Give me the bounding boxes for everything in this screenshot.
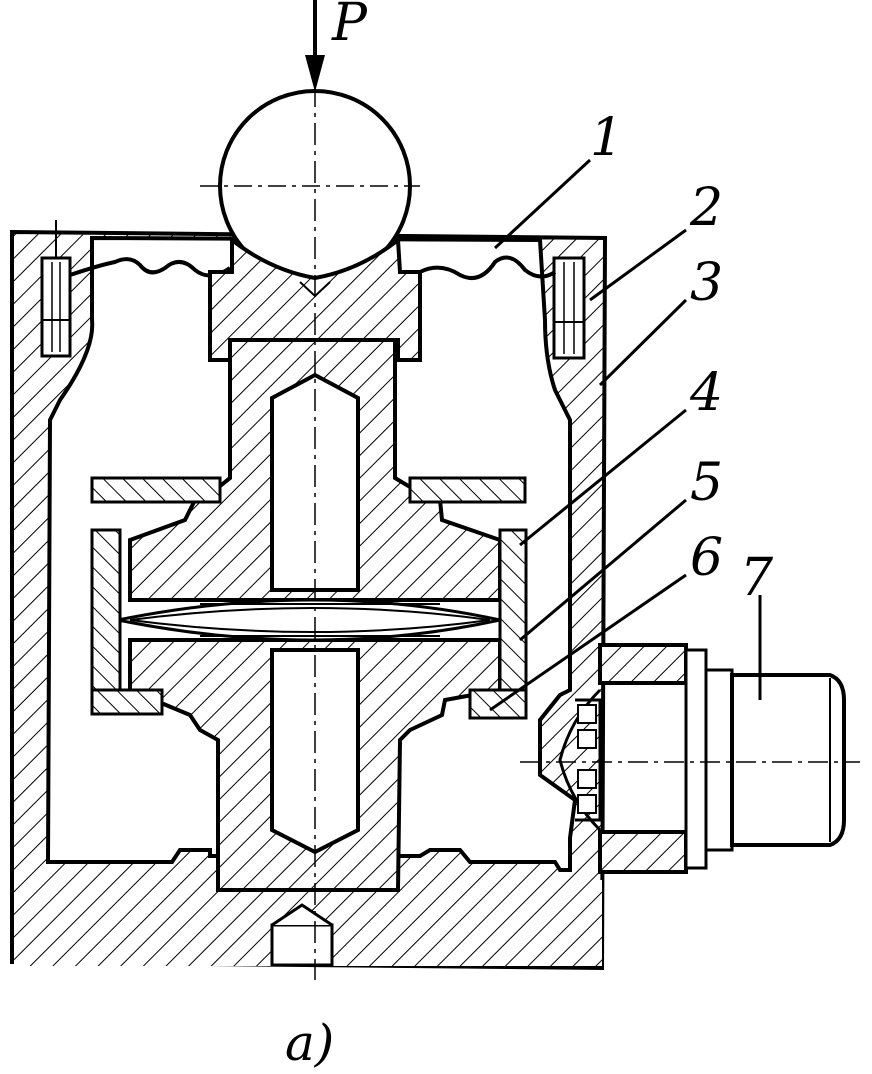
force-label: P [331, 0, 368, 53]
collar-left [90, 476, 222, 716]
base-center-hole [270, 923, 334, 967]
load-ball [200, 89, 420, 283]
part-label-5: 5 [690, 453, 723, 513]
leader-lines [489, 158, 762, 712]
part-label-2: 2 [689, 178, 723, 238]
part-label-4: 4 [689, 363, 723, 423]
figure-caption: a) [285, 1014, 334, 1072]
lens-gap [117, 598, 501, 642]
left-bolt [40, 220, 72, 358]
connector [520, 643, 860, 874]
right-bolt [552, 256, 586, 360]
part-label-3: 3 [690, 253, 723, 313]
part-label-7: 7 [740, 548, 774, 608]
part-label-6: 6 [690, 528, 723, 588]
force-arrow [305, 0, 325, 92]
membrane-corrugation [69, 255, 557, 280]
pressure-head [208, 235, 422, 362]
part-label-1: 1 [590, 108, 623, 168]
collar-right [408, 476, 528, 720]
